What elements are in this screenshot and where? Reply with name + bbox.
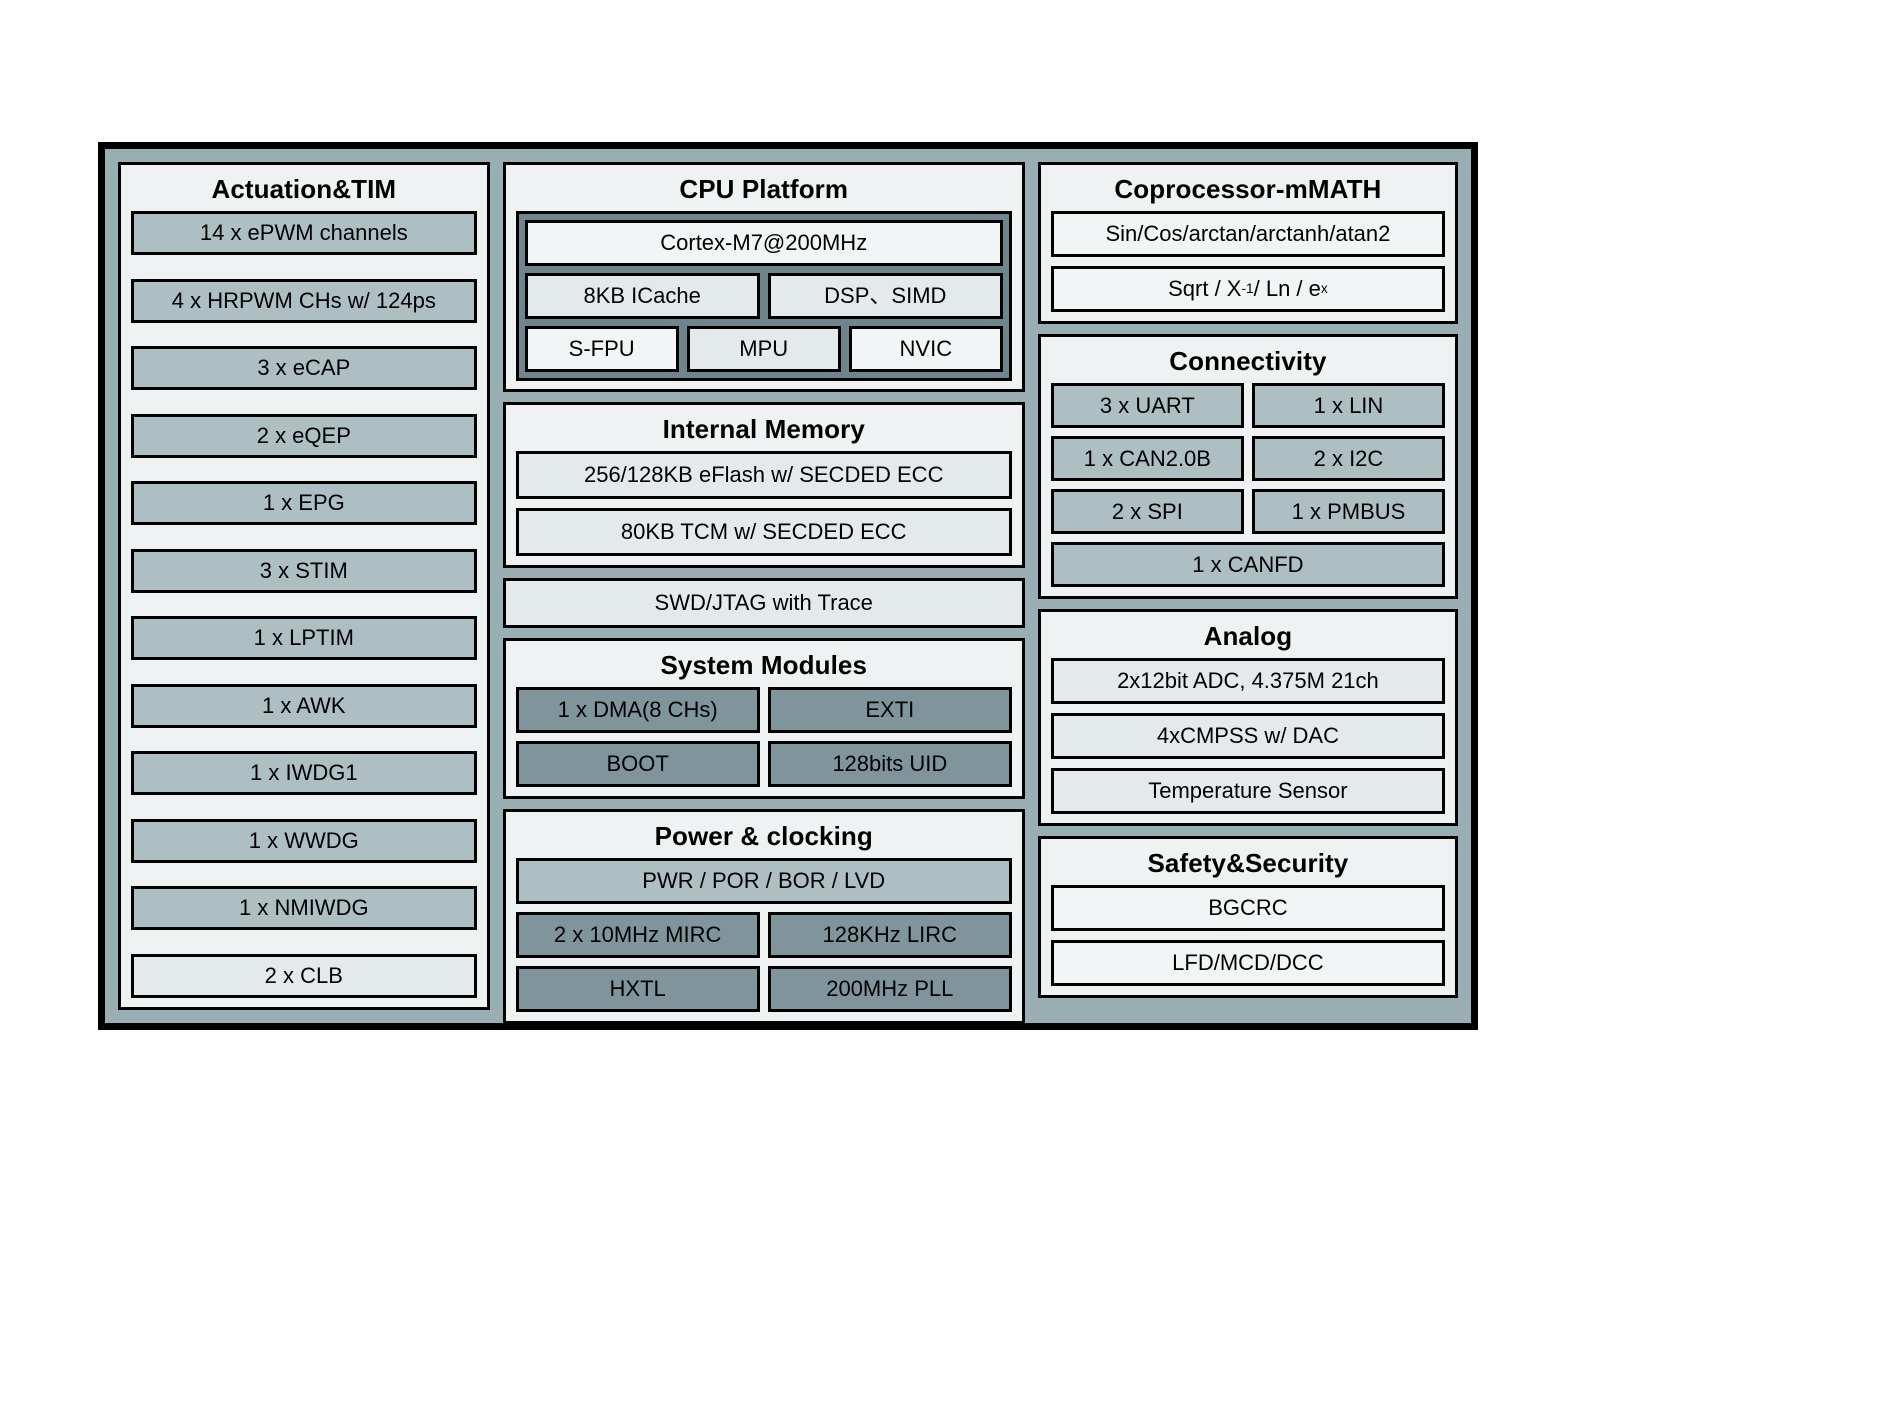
panel-title-cpu-platform: CPU Platform — [679, 174, 849, 204]
tile-lptim[interactable]: 1 x LPTIM — [131, 616, 477, 661]
panel-cpu-platform: CPU Platform Cortex-M7@200MHz 8KB ICache… — [502, 162, 1025, 393]
tile-pmbus[interactable]: 1 x PMBUS — [1251, 489, 1445, 535]
tile-adc[interactable]: 2x12bit ADC, 4.375M 21ch — [1050, 658, 1445, 705]
tile-wwdg[interactable]: 1 x WWDG — [131, 818, 477, 863]
tile-pwr-por-bor-lvd[interactable]: PWR / POR / BOR / LVD — [515, 858, 1012, 905]
tile-i2c[interactable]: 2 x I2C — [1251, 436, 1445, 482]
power-row-hxtl-pll: HXTL 200MHz PLL — [515, 966, 1012, 1013]
tile-lirc[interactable]: 128KHz LIRC — [767, 912, 1012, 959]
tile-swd-jtag-trace[interactable]: SWD/JTAG with Trace — [654, 590, 873, 616]
internal-memory-tile-list: 256/128KB eFlash w/ SECDED ECC 80KB TCM … — [515, 451, 1012, 557]
tile-temperature-sensor[interactable]: Temperature Sensor — [1050, 768, 1445, 815]
tile-uid[interactable]: 128bits UID — [767, 741, 1012, 788]
tile-s-fpu[interactable]: S-FPU — [524, 326, 679, 373]
panel-coprocessor-mmath: Coprocessor-mMATH Sin/Cos/arctan/arctanh… — [1037, 162, 1458, 325]
tile-dma[interactable]: 1 x DMA(8 CHs) — [515, 687, 760, 734]
panel-connectivity: Connectivity 3 x UART 1 x LIN 1 x CAN2.0… — [1037, 334, 1458, 600]
tile-eqep[interactable]: 2 x eQEP — [131, 413, 477, 458]
tile-hrpwm-chs[interactable]: 4 x HRPWM CHs w/ 124ps — [131, 278, 477, 323]
tile-boot[interactable]: BOOT — [515, 741, 760, 788]
tile-pll[interactable]: 200MHz PLL — [767, 966, 1012, 1013]
tile-epwm-channels[interactable]: 14 x ePWM channels — [131, 211, 477, 256]
cpu-row-fpu-mpu-nvic: S-FPU MPU NVIC — [524, 326, 1003, 373]
tile-icache[interactable]: 8KB ICache — [524, 273, 760, 320]
cpu-row-cache-dsp: 8KB ICache DSP、SIMD — [524, 273, 1003, 320]
tile-epg[interactable]: 1 x EPG — [131, 481, 477, 526]
power-clocking-tile-list: PWR / POR / BOR / LVD 2 x 10MHz MIRC 128… — [515, 858, 1012, 1013]
tile-tcm[interactable]: 80KB TCM w/ SECDED ECC — [515, 508, 1012, 557]
panel-power-clocking: Power & clocking PWR / POR / BOR / LVD 2… — [502, 809, 1025, 1025]
tile-iwdg1[interactable]: 1 x IWDG1 — [131, 751, 477, 796]
panel-swd-jtag[interactable]: SWD/JTAG with Trace — [502, 578, 1025, 629]
panel-internal-memory: Internal Memory 256/128KB eFlash w/ SECD… — [502, 402, 1025, 569]
panel-actuation-tim: Actuation&TIM 14 x ePWM channels 4 x HRP… — [118, 162, 490, 1010]
conn-row-spi-pmbus: 2 x SPI 1 x PMBUS — [1050, 489, 1445, 535]
coprocessor-tile-list: Sin/Cos/arctan/arctanh/atan2 Sqrt / X-1 … — [1050, 211, 1445, 313]
tile-lfd-mcd-dcc[interactable]: LFD/MCD/DCC — [1050, 940, 1445, 987]
tile-uart[interactable]: 3 x UART — [1050, 383, 1244, 429]
tile-ecap[interactable]: 3 x eCAP — [131, 346, 477, 391]
tile-awk[interactable]: 1 x AWK — [131, 683, 477, 728]
tile-canfd[interactable]: 1 x CANFD — [1050, 542, 1445, 588]
tile-stim[interactable]: 3 x STIM — [131, 548, 477, 593]
left-column: Actuation&TIM 14 x ePWM channels 4 x HRP… — [118, 162, 490, 1010]
tile-trig-functions[interactable]: Sin/Cos/arctan/arctanh/atan2 — [1050, 211, 1445, 258]
power-row-mirc-lirc: 2 x 10MHz MIRC 128KHz LIRC — [515, 912, 1012, 959]
tile-exti[interactable]: EXTI — [767, 687, 1012, 734]
tile-nvic[interactable]: NVIC — [848, 326, 1003, 373]
panel-title-internal-memory: Internal Memory — [662, 414, 865, 445]
connectivity-tile-list: 3 x UART 1 x LIN 1 x CAN2.0B 2 x I2C 2 x… — [1050, 383, 1445, 588]
panel-analog: Analog 2x12bit ADC, 4.375M 21ch 4xCMPSS … — [1037, 609, 1458, 827]
tile-cmpss-dac[interactable]: 4xCMPSS w/ DAC — [1050, 713, 1445, 760]
analog-tile-list: 2x12bit ADC, 4.375M 21ch 4xCMPSS w/ DAC … — [1050, 658, 1445, 815]
tile-nmiwdg[interactable]: 1 x NMIWDG — [131, 886, 477, 931]
chip-block-diagram: Actuation&TIM 14 x ePWM channels 4 x HRP… — [98, 142, 1478, 1030]
tile-mpu[interactable]: MPU — [686, 326, 841, 373]
middle-column: CPU Platform Cortex-M7@200MHz 8KB ICache… — [502, 162, 1025, 1025]
tile-clb[interactable]: 2 x CLB — [131, 953, 477, 998]
panel-title-analog: Analog — [1203, 621, 1293, 652]
tile-spi[interactable]: 2 x SPI — [1050, 489, 1244, 535]
safety-security-tile-list: BGCRC LFD/MCD/DCC — [1050, 885, 1445, 987]
panel-title-safety-security: Safety&Security — [1147, 848, 1349, 879]
panel-title-connectivity: Connectivity — [1169, 346, 1327, 377]
tile-bgcrc[interactable]: BGCRC — [1050, 885, 1445, 932]
conn-row-can-i2c: 1 x CAN2.0B 2 x I2C — [1050, 436, 1445, 482]
tile-eflash[interactable]: 256/128KB eFlash w/ SECDED ECC — [515, 451, 1012, 500]
actuation-tile-list: 14 x ePWM channels 4 x HRPWM CHs w/ 124p… — [131, 211, 477, 998]
tile-dsp-simd[interactable]: DSP、SIMD — [767, 273, 1003, 320]
panel-title-coprocessor-mmath: Coprocessor-mMATH — [1114, 174, 1382, 204]
tile-cortex-m7[interactable]: Cortex-M7@200MHz — [524, 220, 1003, 267]
cpu-inner-frame: Cortex-M7@200MHz 8KB ICache DSP、SIMD S-F… — [515, 211, 1012, 382]
panel-safety-security: Safety&Security BGCRC LFD/MCD/DCC — [1037, 836, 1458, 999]
panel-title-actuation: Actuation&TIM — [211, 174, 397, 204]
panel-title-system-modules: System Modules — [660, 650, 868, 681]
panel-title-power-clocking: Power & clocking — [654, 821, 873, 852]
system-row-boot-uid: BOOT 128bits UID — [515, 741, 1012, 788]
system-modules-tile-list: 1 x DMA(8 CHs) EXTI BOOT 128bits UID — [515, 687, 1012, 788]
tile-mirc[interactable]: 2 x 10MHz MIRC — [515, 912, 760, 959]
tile-lin[interactable]: 1 x LIN — [1251, 383, 1445, 429]
tile-hxtl[interactable]: HXTL — [515, 966, 760, 1013]
conn-row-uart-lin: 3 x UART 1 x LIN — [1050, 383, 1445, 429]
right-column: Coprocessor-mMATH Sin/Cos/arctan/arctanh… — [1037, 162, 1458, 1010]
system-row-dma-exti: 1 x DMA(8 CHs) EXTI — [515, 687, 1012, 734]
panel-system-modules: System Modules 1 x DMA(8 CHs) EXTI BOOT … — [502, 638, 1025, 800]
tile-can20b[interactable]: 1 x CAN2.0B — [1050, 436, 1244, 482]
